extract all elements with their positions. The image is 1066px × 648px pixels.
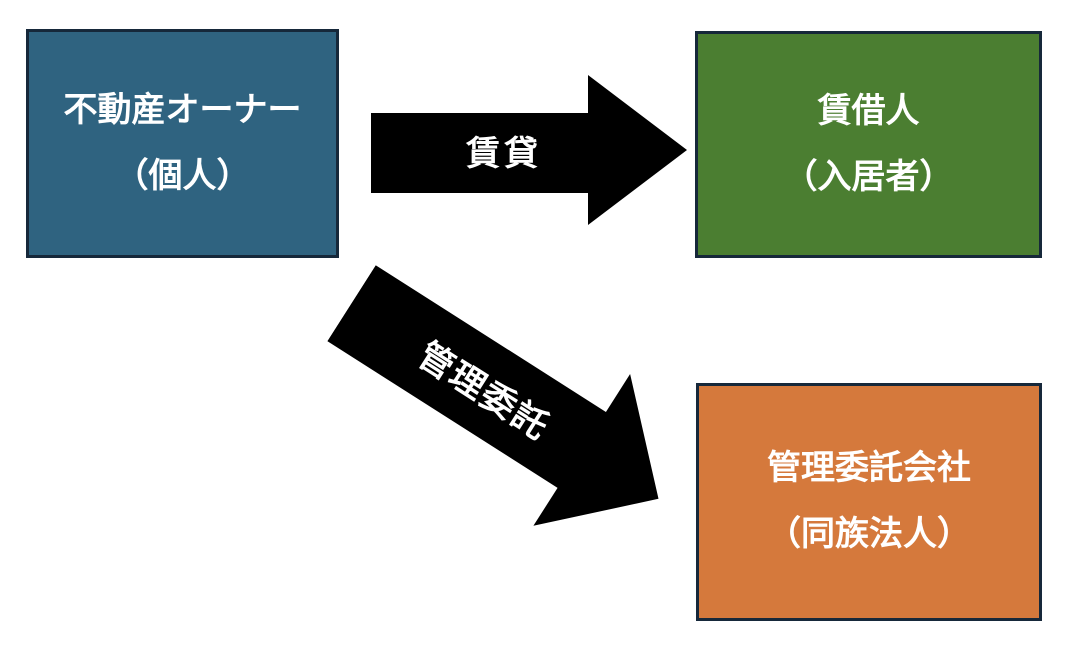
box-tenant-line1: 賃借人 <box>817 92 920 130</box>
box-owner: 不動産オーナー （個人） <box>26 29 339 258</box>
box-owner-line1: 不動産オーナー <box>63 91 302 129</box>
box-management-company-line1: 管理委託会社 <box>767 450 971 487</box>
box-owner-line2: （個人） <box>114 157 251 195</box>
lease-arrow: 賃貸 <box>371 75 687 225</box>
down-right-arrow-icon <box>327 265 659 526</box>
box-tenant-label: 賃借人 （入居者） <box>784 79 954 211</box>
box-management-company: 管理委託会社 （同族法人） <box>696 383 1042 621</box>
management-outsourcing-arrow: 管理委託 <box>303 227 707 574</box>
right-arrow-icon <box>371 75 687 225</box>
box-management-company-label: 管理委託会社 （同族法人） <box>767 436 971 568</box>
lease-arrow-label: 賃貸 <box>466 135 542 173</box>
box-owner-label: 不動産オーナー （個人） <box>64 78 302 210</box>
box-management-company-line2: （同族法人） <box>767 516 971 553</box>
down-right-arrow-shape <box>327 265 659 526</box>
right-arrow-shape <box>371 75 687 225</box>
box-tenant-line2: （入居者） <box>783 158 954 196</box>
box-tenant: 賃借人 （入居者） <box>695 31 1042 258</box>
